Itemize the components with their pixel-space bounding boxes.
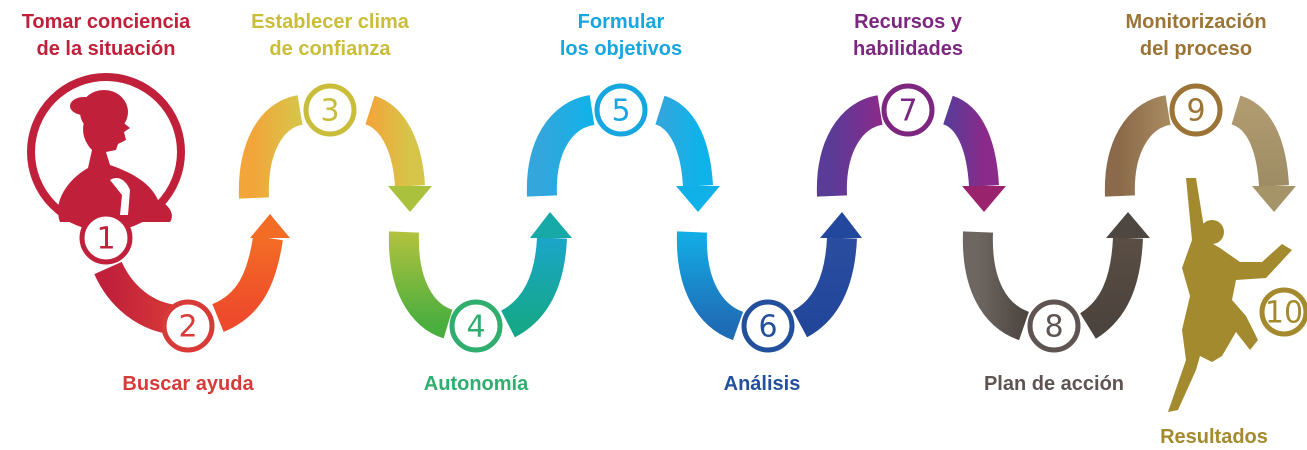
step-9-ring xyxy=(1169,83,1223,137)
step-6-label-line-1: Análisis xyxy=(724,373,801,395)
arrow-segment-8-9 xyxy=(1079,237,1143,339)
step-6-circle: 6 xyxy=(741,299,795,353)
arrow-segment-5-6 xyxy=(676,231,744,341)
step-4-circle: 4 xyxy=(449,299,503,353)
step-8-circle: 8 xyxy=(1027,299,1081,353)
arrow-head-8 xyxy=(962,186,1006,212)
step-7-label-line-1: Recursos y xyxy=(854,11,963,33)
arrow-head-3 xyxy=(250,214,290,238)
arrow-segment-6-7 xyxy=(792,237,857,338)
step-9-label-line-1: Monitorización xyxy=(1125,11,1266,33)
step-2-ring xyxy=(161,299,215,353)
step-5-circle: 5 xyxy=(594,83,648,137)
step-5-ring xyxy=(594,83,648,137)
step-8-number: 8 xyxy=(1044,310,1063,345)
step-1-label-line-1: Tomar conciencia xyxy=(22,11,191,33)
step-3-number: 3 xyxy=(320,94,339,129)
arrow-head-5 xyxy=(530,212,572,238)
step-1-number: 1 xyxy=(96,222,115,257)
step-1-circle: 1 xyxy=(79,211,133,265)
arrow-head-4 xyxy=(388,186,432,212)
arrow-segment-9-right xyxy=(1230,95,1289,188)
step-3-label-line-2: de confianza xyxy=(269,38,391,60)
arrow-segment-5-right xyxy=(654,95,713,188)
step-6-ring xyxy=(741,299,795,353)
arrow-segment-7-left xyxy=(816,95,884,197)
arrow-segment-9-left xyxy=(1104,95,1172,197)
step-3-label-line-1: Establecer clima xyxy=(251,11,410,33)
arrow-head-7 xyxy=(820,212,862,238)
arrow-segment-3-right xyxy=(364,95,425,188)
arrow-head-6 xyxy=(676,186,720,212)
step-5-label-line-1: Formular xyxy=(578,11,665,33)
step-1-ring xyxy=(79,211,133,265)
arrow-segment-7-right xyxy=(941,95,999,188)
step-6-number: 6 xyxy=(758,310,777,345)
step-1-label-line-2: de la situación xyxy=(37,38,176,60)
process-arrows xyxy=(94,95,1296,341)
step-10-number: 10 xyxy=(1265,296,1303,331)
step-5-label-line-2: los objetivos xyxy=(560,38,682,60)
arrow-segment-4-5 xyxy=(500,237,567,338)
arrow-head-9 xyxy=(1106,212,1150,238)
step-5-number: 5 xyxy=(611,94,630,129)
step-7-label-line-2: habilidades xyxy=(853,38,963,60)
arrow-segment-3-left xyxy=(238,95,304,199)
arrow-segment-3-4 xyxy=(388,231,454,339)
step-2-circle: 2 xyxy=(161,299,215,353)
step-8-ring xyxy=(1027,299,1081,353)
step-4-label-line-1: Autonomía xyxy=(424,373,529,395)
step-2-number: 2 xyxy=(178,310,197,345)
arrow-segment-2-3 xyxy=(211,235,283,332)
jumping-person-icon xyxy=(1168,178,1292,412)
start-circle xyxy=(27,73,185,231)
number-circles: 1 2 3 4 5 6 7 8 9 10 xyxy=(79,83,1307,353)
step-8-label-line-1: Plan de acción xyxy=(984,373,1124,395)
step-3-ring xyxy=(303,83,357,137)
arrow-segment-7-8 xyxy=(962,231,1030,341)
step-7-ring xyxy=(881,83,935,137)
step-9-number: 9 xyxy=(1186,94,1205,129)
step-4-ring xyxy=(449,299,503,353)
step-7-number: 7 xyxy=(898,94,917,129)
arrow-segment-5-left xyxy=(526,95,596,197)
step-9-circle: 9 xyxy=(1169,83,1223,137)
step-2-label-line-1: Buscar ayuda xyxy=(122,373,254,395)
step-10-label-line-1: Resultados xyxy=(1160,426,1268,448)
step-4-number: 4 xyxy=(466,310,485,345)
step-3-circle: 3 xyxy=(303,83,357,137)
step-10-ring xyxy=(1259,287,1307,337)
woman-thinking-icon xyxy=(58,90,172,222)
step-10-circle: 10 xyxy=(1259,287,1307,337)
step-7-circle: 7 xyxy=(881,83,935,137)
step-9-label-line-2: del proceso xyxy=(1140,38,1252,60)
arrow-head-10 xyxy=(1252,186,1296,212)
